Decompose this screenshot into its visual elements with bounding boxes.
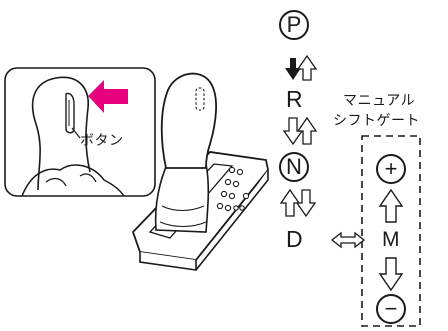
inset-boot <box>21 164 125 197</box>
gear-drive-label: D <box>286 226 303 252</box>
manual-mode-label: M <box>382 228 400 251</box>
minus-circle: − <box>376 294 406 324</box>
minus-symbol: − <box>384 296 398 321</box>
outline-down-arrow-icon <box>282 117 304 146</box>
knob-button-shape <box>65 92 75 134</box>
plus-symbol: + <box>384 156 398 181</box>
console-indicators <box>216 166 250 212</box>
button-label: ボタン <box>80 133 124 149</box>
outline-up-arrow-icon <box>296 116 318 145</box>
plus-circle: + <box>376 154 406 184</box>
gear-park-label: P <box>286 12 302 37</box>
outline-down-arrow-icon <box>295 189 317 218</box>
knob-button-dashed <box>195 87 205 111</box>
gear-reverse-label: R <box>286 86 303 112</box>
shift-knob <box>160 72 217 169</box>
outline-up-arrow-icon <box>296 54 318 81</box>
gear-neutral-label: N <box>286 154 302 179</box>
shifter-boot <box>154 161 210 233</box>
inset-knob <box>31 76 91 191</box>
manual-gate-title-line1: マニュアル <box>343 93 416 109</box>
gear-neutral-circle: N <box>279 152 309 182</box>
solid-down-arrow-icon <box>285 58 301 80</box>
manual-gate-frame <box>361 135 421 327</box>
pink-left-arrow-icon <box>88 80 128 113</box>
gear-park-circle: P <box>279 10 309 40</box>
manual-gate-title-line2: シフトゲート <box>333 113 420 129</box>
outline-up-arrow-icon <box>279 188 301 217</box>
outline-down-arrow-icon <box>378 257 404 292</box>
outline-up-arrow-icon <box>378 188 404 223</box>
double-left-right-arrow-icon <box>330 231 366 249</box>
